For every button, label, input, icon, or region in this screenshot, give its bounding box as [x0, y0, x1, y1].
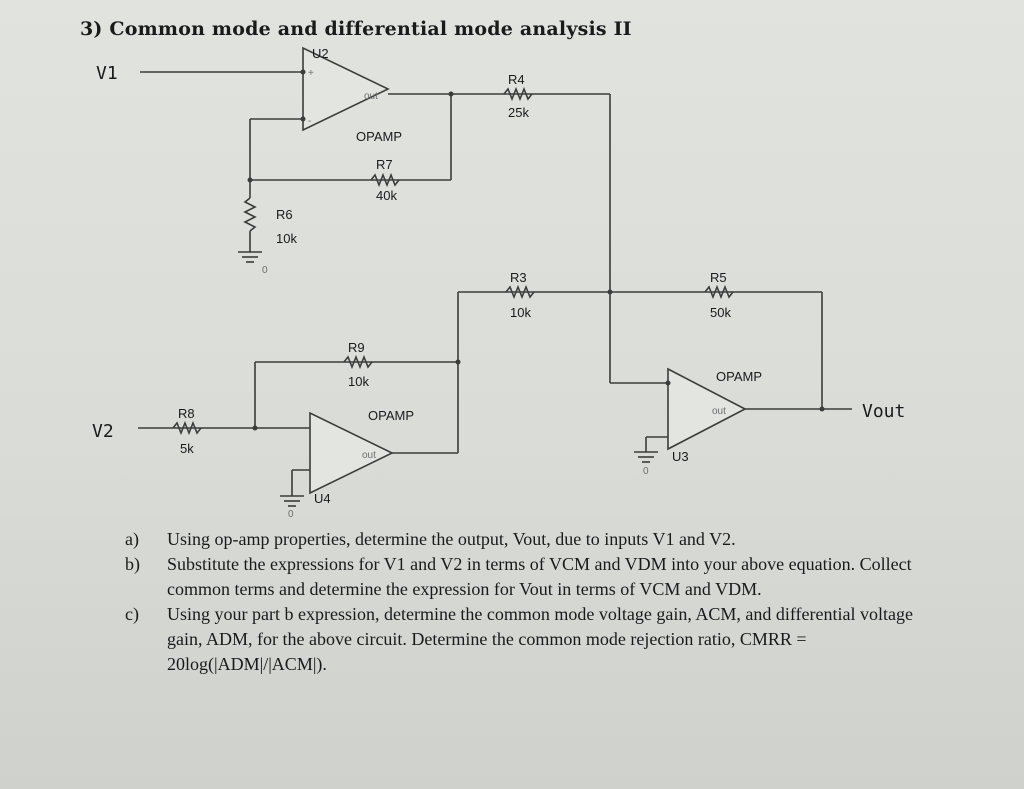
- r9-value-label: 10k: [348, 374, 369, 389]
- r7-value-label: 40k: [376, 188, 397, 203]
- u3-out-pin: out: [712, 406, 726, 417]
- u2-opamp-label: OPAMP: [356, 129, 402, 144]
- ground-label-u4: 0: [288, 509, 294, 520]
- u4-out-pin: out: [362, 450, 376, 461]
- u2-minus-pin: -: [308, 116, 311, 127]
- question-b-tag: b): [125, 554, 140, 574]
- question-a-tag: a): [125, 529, 139, 549]
- question-a-text: Using op-amp properties, determine the o…: [167, 529, 736, 549]
- v1-label: V1: [96, 63, 118, 84]
- question-b: b) Substitute the expressions for V1 and…: [125, 552, 945, 602]
- r4-value-label: 25k: [508, 105, 529, 120]
- question-c: c) Using your part b expression, determi…: [125, 602, 945, 677]
- vout-label: Vout: [862, 401, 905, 422]
- r7-ref-label: R7: [376, 157, 393, 172]
- v2-label: V2: [92, 421, 114, 442]
- r6-ref-label: R6: [276, 207, 293, 222]
- r5-ref-label: R5: [710, 270, 727, 285]
- circuit-schematic: V1 V2 Vout U2 + - out OPAMP OPAMP out U4…: [92, 46, 905, 520]
- question-b-text: Substitute the expressions for V1 and V2…: [167, 554, 912, 599]
- r3-value-label: 10k: [510, 305, 531, 320]
- r3-ref-label: R3: [510, 270, 527, 285]
- r8-ref-label: R8: [178, 406, 195, 421]
- question-c-tag: c): [125, 604, 139, 624]
- r9-ref-label: R9: [348, 340, 365, 355]
- r6-value-label: 10k: [276, 231, 297, 246]
- ground-label-r6: 0: [262, 265, 268, 276]
- problem-title: 3) Common mode and differential mode ana…: [80, 18, 632, 40]
- u4-ref-label: U4: [314, 491, 331, 506]
- u3-opamp-label: OPAMP: [716, 369, 762, 384]
- ground-label-u3: 0: [643, 466, 649, 477]
- question-c-text: Using your part b expression, determine …: [167, 604, 913, 674]
- u2-plus-pin: +: [308, 68, 314, 79]
- r8-value-label: 5k: [180, 441, 194, 456]
- u3-ref-label: U3: [672, 449, 689, 464]
- question-a: a) Using op-amp properties, determine th…: [125, 527, 945, 552]
- u4-opamp-label: OPAMP: [368, 408, 414, 423]
- u2-out-pin: out: [364, 91, 378, 102]
- question-list: a) Using op-amp properties, determine th…: [125, 527, 945, 677]
- r5-value-label: 50k: [710, 305, 731, 320]
- u2-ref-label: U2: [312, 46, 329, 61]
- r4-ref-label: R4: [508, 72, 525, 87]
